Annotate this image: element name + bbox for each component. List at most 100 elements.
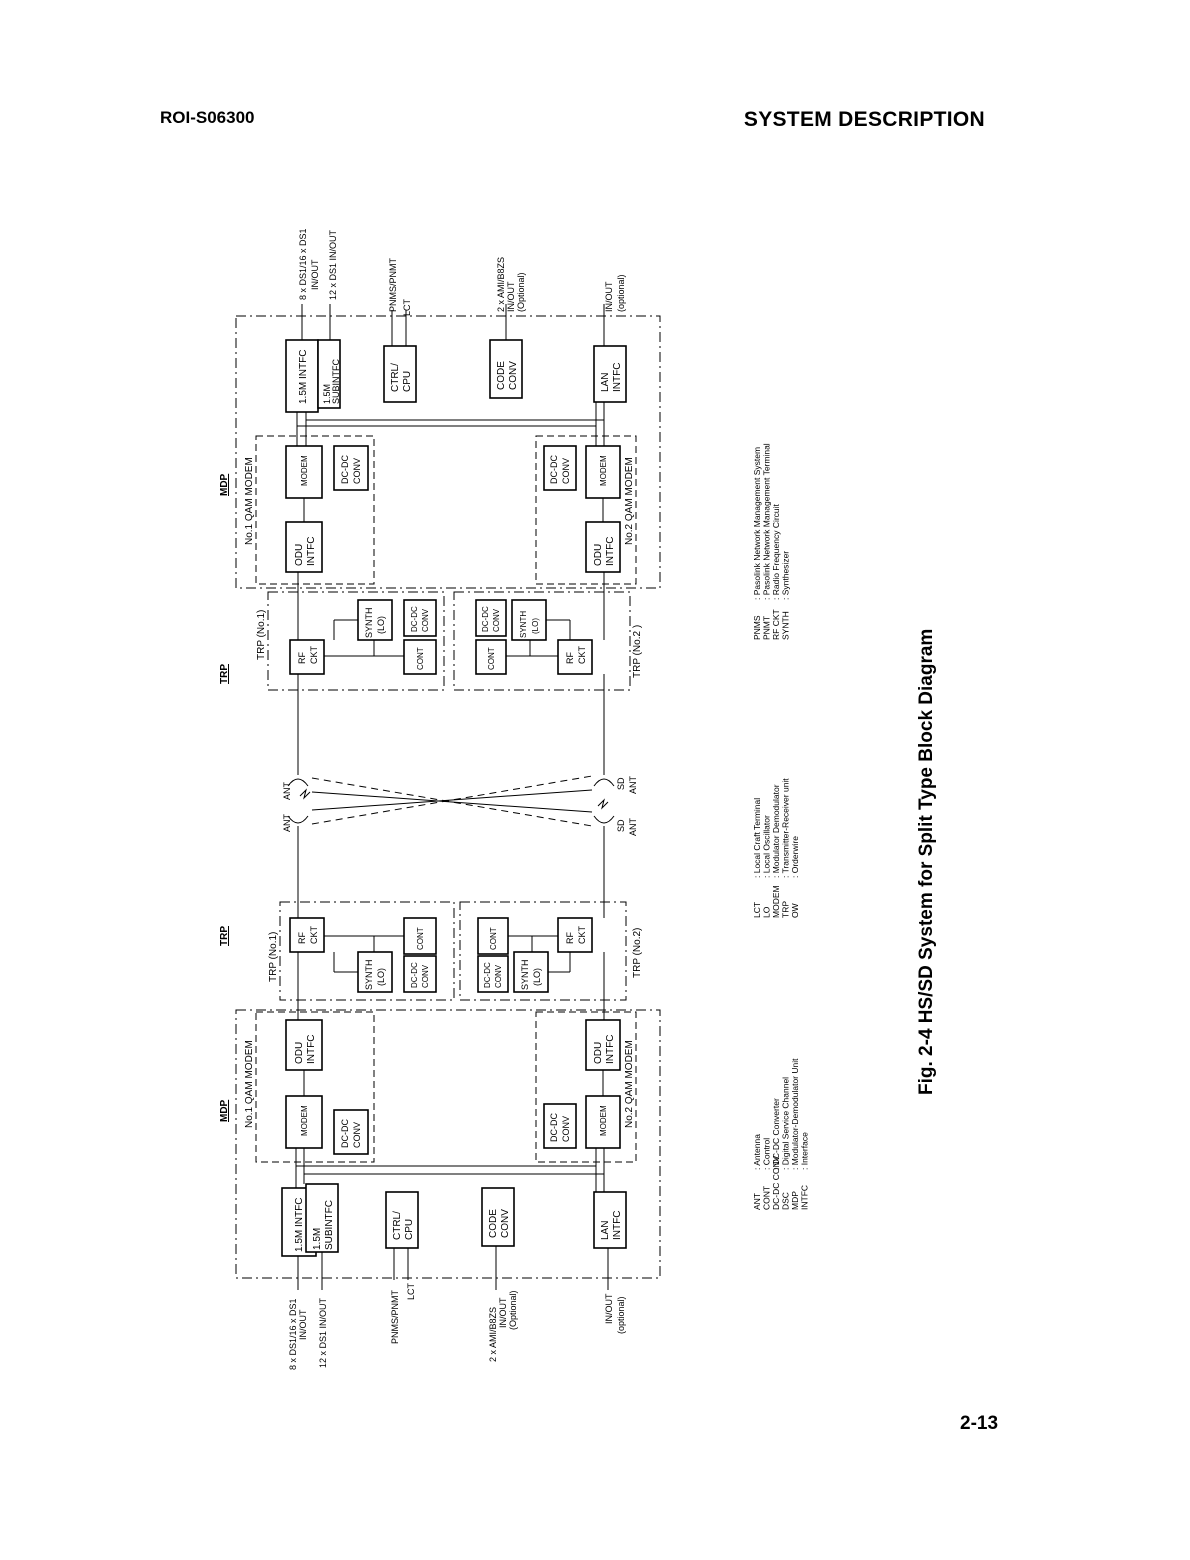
legend-abbr: PNMS [752,615,762,640]
dcdc1-label-left: DC-DC [340,1119,350,1148]
io-pnms-label-left: PNMS/PNMT [390,1289,400,1344]
synth1-label2-left: (LO) [376,968,386,986]
legend-abbr: DC-DC CONV [771,1155,781,1210]
legend-abbr: SYNTH [781,611,791,640]
lan-block-right [593,345,627,403]
dcdc-trp1-label-right: DC-DC [410,606,419,632]
trp1-label-right: TRP (No.1) [256,610,267,660]
trp2-frame-left [459,901,627,1001]
legend-desc: : Pasolink Network Management System [752,447,762,600]
io-ami-label3-right: (Optional) [516,272,526,312]
antenna-icon [287,815,309,824]
synth1-label-right: SYNTH [364,607,374,638]
subintfc-block-right [317,339,341,409]
antenna-icon [593,778,615,787]
modem1-block-right [285,445,323,499]
io-12ds1-label-right: 12 x DS1 IN/OUT [328,229,338,300]
io-ami-label2-left: IN/OUT [498,1297,508,1328]
io-lan-label-right: IN/OUT [604,281,614,312]
trp2-frame-right [453,591,631,691]
legend-desc: : Local Oscillator [762,815,772,878]
modem2-frame-right [535,435,637,585]
page-number: 2-13 [960,1413,999,1434]
antenna-icon [593,815,615,824]
trp-title-right: TRP [219,664,230,684]
dcdc1-block-left [333,1109,369,1155]
io-ami-label2-right: IN/OUT [506,281,516,312]
legend-desc: : Synthesizer [781,551,791,600]
io-ds1-label2-right: IN/OUT [310,259,320,290]
legend-abbr: LCT [752,902,762,918]
io-ami-label-left: 2 x AMI/B8ZS [488,1307,498,1362]
mdp-frame-right [235,315,661,589]
subintfc-label-left: 1.5M [312,1228,323,1250]
modem2-block-left [585,1095,621,1149]
rf2-label2-left: CKT [577,925,587,944]
legend-desc: : Control [762,1138,772,1170]
legend-abbr: MODEM [771,885,781,918]
rf1-label2-right: CKT [309,645,319,664]
cont1-label-right: CONT [416,647,425,670]
rf2-label2-right: CKT [577,645,587,664]
odu1-label-left: ODU [294,1042,305,1064]
legend-desc: : Transmitter-Receiver unit [781,778,791,878]
trp-title-left: TRP [219,926,230,946]
lan-label-left: LAN [600,1221,611,1240]
cont2-label-right: CONT [487,647,496,670]
dcdc-trp1-label2-right: CONV [421,608,430,632]
trp1-frame-right [267,591,445,691]
trp2-label-left: TRP (No.2) [632,928,643,978]
legend-abbr: INTFC [800,1185,810,1210]
ctrl-block-left [385,1191,419,1249]
modem1-frame-left [255,1011,375,1163]
modem2-label-left: No.2 QAM MODEM [624,1040,635,1128]
code-block-left [481,1187,515,1247]
io-ds1-label-right: 8 x DS1/16 x DS1 [298,228,308,300]
doc-id: ROI-S06300 [160,108,255,127]
dcdc2-label2-right: CONV [561,458,571,484]
cont2-label-left: CONT [489,927,498,950]
mdp-title-right: MDP [219,473,230,496]
lightning-icon [597,798,609,810]
legend-desc: : Pasolink Network Management Terminal [762,443,772,600]
modem2-text-right: MODEM [599,455,608,486]
code-label2-left: CONV [500,1209,511,1238]
cont2-block-right [475,639,507,675]
lan-label2-left: INTFC [612,1211,623,1240]
dcdc-trp2-label2-right: CONV [492,608,501,632]
io-lan-label-left: IN/OUT [604,1293,614,1324]
legend-desc: : Antenna [752,1134,762,1170]
intfc-label-left: 1.5M INTFC [294,1198,305,1252]
sd-label-right: SD [616,777,626,790]
odu2-block-right [585,521,621,573]
sd-ant-label-left: ANT [628,817,638,836]
dcdc-trp2-label-right: DC-DC [481,606,490,632]
modem1-frame-right [255,435,375,585]
odu2-label-left: ODU [593,1042,604,1064]
modem1-text-right: MODEM [300,455,309,486]
dcdc2-block-right [543,445,577,491]
odu2-label2-right: INTFC [605,537,616,566]
ctrl-label-left: CTRL/ [392,1211,403,1240]
io-lct-label-right: LCT [402,298,412,316]
dcdc1-block-right [333,445,369,491]
subintfc-label-right: 1.5M [322,384,332,404]
modem2-label-right: No.2 QAM MODEM [624,457,635,545]
sd-ant-label-right: ANT [628,775,638,794]
right-terminal: MDP TRP No.1 QAM MODEM No.2 QAM MODEM TR… [219,228,661,800]
synth1-block-right [357,599,393,641]
odu1-label2-right: INTFC [306,537,317,566]
legend-abbr: MDP [790,1191,800,1210]
legend-desc: : Interface [800,1132,810,1170]
io-lct-label-left: LCT [406,1282,416,1300]
radio-link [311,791,593,813]
legend-desc: : Modulator Demodulator [771,784,781,878]
ctrl-label2-right: CPU [402,371,413,392]
code-label-left: CODE [488,1209,499,1238]
synth2-label-left: SYNTH [520,959,530,990]
figure-caption: Fig. 2-4 HS/SD System for Split Type Blo… [916,629,937,1095]
sd-label-left: SD [616,819,626,832]
radio-link [311,789,593,811]
